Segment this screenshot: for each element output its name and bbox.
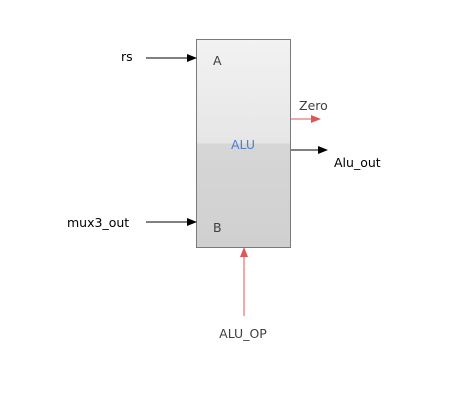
alu-label: ALU <box>231 137 255 152</box>
alu-block <box>196 39 291 248</box>
zero-label: Zero <box>299 98 328 113</box>
alu-op-label: ALU_OP <box>219 326 267 341</box>
mux3-out-label: mux3_out <box>67 215 129 230</box>
alu-out-label: Alu_out <box>334 155 381 170</box>
port-b-label: B <box>213 220 222 235</box>
port-a-label: A <box>213 53 222 68</box>
rs-label: rs <box>121 49 133 64</box>
